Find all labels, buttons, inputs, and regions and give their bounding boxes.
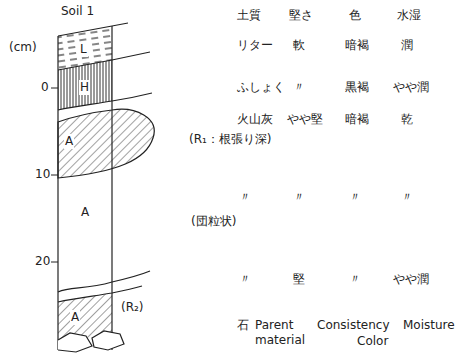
label: 〃 — [292, 190, 306, 205]
label: L — [79, 42, 88, 57]
column-wall — [57, 36, 58, 350]
stone — [92, 331, 124, 350]
label: リター — [236, 38, 274, 53]
label: やや潤 — [392, 272, 430, 287]
label: 石 — [236, 318, 250, 333]
label: Color — [356, 334, 389, 349]
label: (cm) — [8, 40, 38, 55]
label: 20 — [34, 254, 51, 269]
label: やや潤 — [392, 80, 430, 95]
label: Parent material — [254, 318, 316, 348]
depth-tick — [51, 262, 58, 263]
label: 色 — [348, 8, 362, 23]
layer-boundary — [58, 271, 150, 292]
label: H — [79, 80, 90, 95]
label: A — [80, 205, 90, 220]
label: (R₁：根張り深) — [188, 132, 273, 147]
label: Moisture — [402, 318, 456, 333]
column-wall — [111, 26, 112, 350]
figure-title: Soil 1 — [60, 4, 95, 19]
label: 水湿 — [396, 8, 422, 23]
label: 堅さ — [288, 8, 314, 23]
label: (R₂) — [120, 300, 145, 315]
layer-boundary — [58, 52, 150, 70]
depth-tick — [51, 88, 58, 89]
label: 暗褐 — [344, 38, 370, 53]
stone — [58, 333, 92, 352]
label: 暗褐 — [344, 112, 370, 127]
label: 軟 — [292, 38, 306, 53]
label: A — [70, 310, 80, 325]
label: 〃 — [238, 190, 252, 205]
label: 土質 — [236, 8, 262, 23]
label: 〃 — [238, 272, 252, 287]
root-zone — [58, 109, 154, 178]
layer-boundary — [58, 93, 152, 110]
label: 堅 — [292, 272, 306, 287]
label: 10 — [34, 167, 51, 182]
layer-boundary — [58, 23, 128, 36]
label: (団粒状) — [190, 214, 237, 229]
label: ふしょく — [236, 80, 286, 95]
label: 〃 — [348, 272, 362, 287]
label: A — [64, 134, 74, 149]
label: 潤 — [400, 38, 414, 53]
label: 黒褐 — [344, 80, 370, 95]
label: 〃 — [348, 190, 362, 205]
label: やや堅 — [286, 112, 324, 127]
label: 火山灰 — [236, 112, 274, 127]
label: 〃 — [400, 190, 414, 205]
label: 乾 — [400, 112, 414, 127]
depth-tick — [51, 175, 58, 176]
label: 0 — [40, 80, 50, 95]
label: Consistency — [316, 318, 391, 333]
label: 〃 — [292, 80, 306, 95]
